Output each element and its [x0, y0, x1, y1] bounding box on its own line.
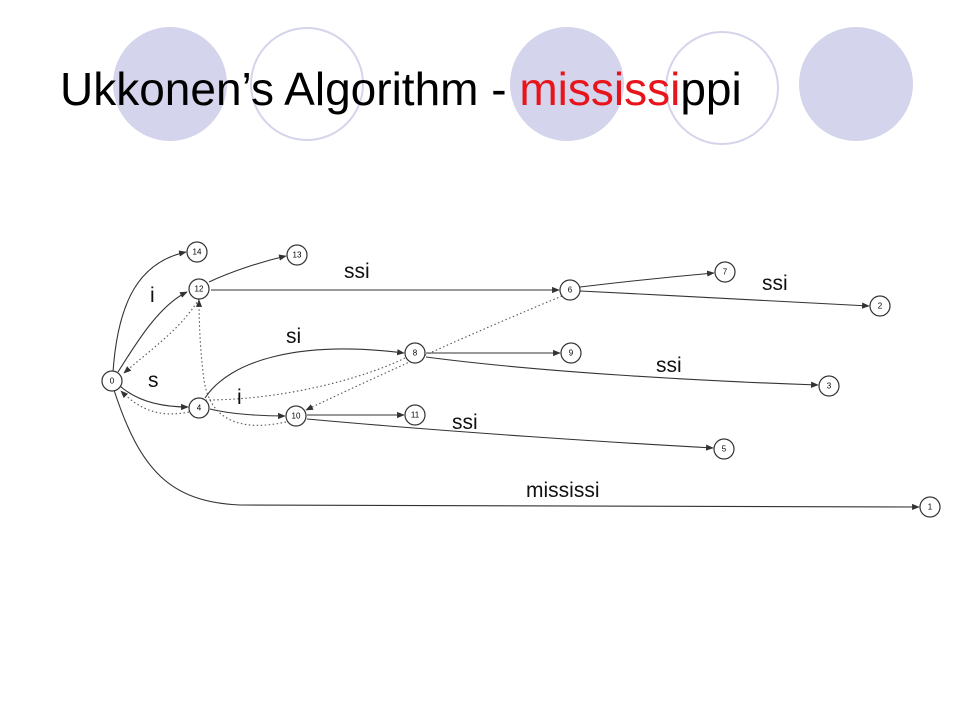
- edge-label-i-4-10: i: [237, 386, 242, 409]
- edge-label-mississi-0-1: mississi: [526, 479, 600, 502]
- slide-title: Ukkonen’s Algorithm - mississippi: [60, 62, 742, 116]
- suffix-link-8-4: [205, 357, 406, 401]
- edge-8-3: [425, 356, 819, 388]
- title-suffix: ppi: [680, 63, 742, 115]
- title-highlight: mississi: [519, 63, 681, 115]
- node-13: 13: [286, 244, 308, 266]
- node-7: 7: [714, 261, 736, 283]
- edge-label-ssi-8-3: ssi: [656, 354, 682, 377]
- header-decoration: [113, 27, 913, 145]
- edge-6-7: [579, 270, 715, 288]
- edge-label-i-root: i: [150, 284, 155, 307]
- node-label: 5: [722, 445, 727, 454]
- node-12: 12: [188, 278, 210, 300]
- node-label: 14: [193, 248, 202, 257]
- node-0: 0: [101, 370, 123, 392]
- node-label: 11: [411, 411, 420, 420]
- node-label: 12: [195, 285, 204, 294]
- node-3: 3: [818, 375, 840, 397]
- node-label: 8: [413, 349, 418, 358]
- decor-circle-filled: [113, 27, 227, 141]
- node-label: 2: [878, 302, 883, 311]
- edge-label-ssi-10-5: ssi: [452, 411, 478, 434]
- edge-label-ssi-6-2: ssi: [762, 272, 788, 295]
- node-label: 1: [928, 503, 933, 512]
- node-label: 6: [568, 286, 573, 295]
- node-9: 9: [560, 342, 582, 364]
- edge-0-14: [112, 250, 187, 373]
- edge-label-s-root: s: [148, 369, 159, 392]
- edge-6-2: [579, 290, 870, 309]
- edge-0-12: [117, 291, 188, 373]
- node-14: 14: [186, 241, 208, 263]
- node-label: 13: [293, 251, 302, 260]
- node-label: 7: [723, 268, 728, 277]
- node-label: 10: [292, 412, 301, 421]
- node-1: 1: [919, 496, 941, 518]
- edge-label-si-4-8: si: [286, 325, 301, 348]
- node-6: 6: [559, 279, 581, 301]
- decor-circle-filled: [510, 27, 624, 141]
- edge-0-4: [119, 385, 189, 411]
- title-prefix: Ukkonen’s Algorithm -: [60, 63, 520, 115]
- suffix-link-6-10: [305, 295, 563, 411]
- edge-12-13: [208, 254, 287, 283]
- node-label: 0: [110, 377, 115, 386]
- node-label: 4: [197, 404, 202, 413]
- suffix-link-12-0: [123, 298, 200, 374]
- node-2: 2: [869, 295, 891, 317]
- edge-10-5: [306, 418, 714, 451]
- edge-4-8: [204, 348, 405, 399]
- node-10: 10: [285, 405, 307, 427]
- edge-label-ssi-12-6: ssi: [344, 260, 370, 283]
- node-5: 5: [713, 438, 735, 460]
- decor-circle-filled: [799, 27, 913, 141]
- node-label: 9: [569, 349, 574, 358]
- suffix-link-10-12: [195, 299, 287, 426]
- node-8: 8: [404, 342, 426, 364]
- node-4: 4: [188, 397, 210, 419]
- node-label: 3: [827, 382, 832, 391]
- edge-0-1: [113, 389, 920, 511]
- decor-circle-outline: [665, 31, 779, 145]
- node-11: 11: [404, 404, 426, 426]
- decor-circle-outline: [250, 27, 364, 141]
- edge-4-10: [209, 408, 286, 420]
